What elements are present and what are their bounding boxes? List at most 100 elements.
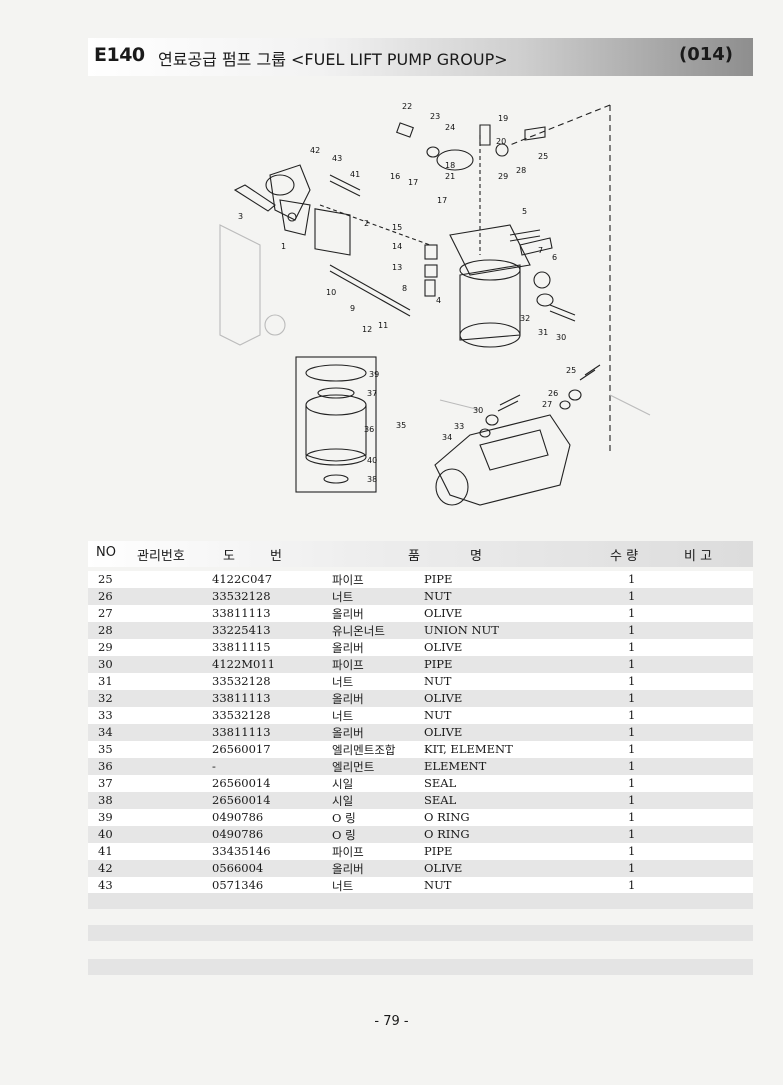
row-name-en: NUT	[424, 878, 452, 892]
row-no: 40	[98, 827, 113, 841]
callout-label: 34	[442, 433, 452, 442]
row-no: 39	[98, 810, 113, 824]
row-name-kr: 엘리멘트조합	[332, 743, 396, 757]
row-qty: 1	[628, 759, 636, 773]
callout-label: 6	[552, 253, 557, 262]
row-name-en: NUT	[424, 674, 452, 688]
callout-label: 20	[496, 137, 506, 146]
callout-label: 18	[445, 161, 455, 170]
row-name-en: OLIVE	[424, 861, 463, 875]
row-name-en: OLIVE	[424, 725, 463, 739]
callout-label: 17	[437, 196, 447, 205]
callout-label: 39	[369, 370, 379, 379]
row-name-kr: 시일	[332, 777, 354, 791]
row-name-kr: 올리버	[332, 641, 364, 655]
callout-label: 35	[396, 421, 406, 430]
callout-label: 41	[350, 170, 360, 179]
callout-label: 26	[548, 389, 558, 398]
row-no: 43	[98, 878, 113, 892]
row-name-en: NUT	[424, 589, 452, 603]
row-name-kr: 올리버	[332, 692, 364, 706]
row-name-en: UNION NUT	[424, 623, 499, 637]
callout-label: 30	[556, 333, 566, 342]
row-name-en: PIPE	[424, 844, 453, 858]
row-qty: 1	[628, 878, 636, 892]
row-name-en: OLIVE	[424, 640, 463, 654]
row-part-number: 0566004	[212, 861, 264, 875]
row-qty: 1	[628, 606, 636, 620]
row-part-number: 33532128	[212, 674, 271, 688]
group-code: E140	[94, 44, 145, 66]
callout-label: 23	[430, 112, 440, 121]
header-qty: 수 량	[610, 549, 639, 564]
page-header: E140 연료공급 펌프 그룹 <FUEL LIFT PUMP GROUP> (…	[88, 38, 753, 76]
callout-label: 2	[364, 219, 369, 228]
callout-label: 14	[392, 242, 402, 251]
row-name-en: OLIVE	[424, 691, 463, 705]
row-name-kr: 파이프	[332, 573, 364, 587]
row-name-en: SEAL	[424, 776, 457, 790]
row-qty: 1	[628, 674, 636, 688]
row-part-number: 33811113	[212, 725, 271, 739]
row-name-kr: 올리버	[332, 607, 364, 621]
row-qty: 1	[628, 827, 636, 841]
callout-label: 22	[402, 102, 412, 111]
row-name-en: SEAL	[424, 793, 457, 807]
callout-label: 5	[522, 207, 527, 216]
row-name-kr: O 링	[332, 811, 356, 825]
callout-label: 25	[538, 152, 548, 161]
empty-row	[88, 925, 753, 941]
row-qty: 1	[628, 725, 636, 739]
page-number: - 79 -	[374, 1014, 409, 1029]
group-title: 연료공급 펌프 그룹 <FUEL LIFT PUMP GROUP>	[158, 50, 508, 69]
row-no: 37	[98, 776, 113, 790]
callout-label: 15	[392, 223, 402, 232]
empty-row	[88, 893, 753, 909]
header-name-2: 명	[470, 549, 482, 564]
header-drawing-1: 도	[223, 549, 235, 564]
header-mgmt: 관리번호	[137, 549, 185, 564]
row-no: 42	[98, 861, 113, 875]
page-code: (014)	[678, 44, 733, 65]
row-no: 30	[98, 657, 113, 671]
row-name-kr: 시일	[332, 794, 354, 808]
row-qty: 1	[628, 793, 636, 807]
callout-label: 28	[516, 166, 526, 175]
table-row: 31 33532128 너트 NUT 1	[88, 673, 753, 690]
row-name-kr: 너트	[332, 675, 354, 689]
row-part-number: 33811113	[212, 691, 271, 705]
callout-label: 33	[454, 422, 464, 431]
row-part-number: 0490786	[212, 810, 264, 824]
row-name-kr: 너트	[332, 879, 354, 893]
row-no: 31	[98, 674, 113, 688]
row-name-en: KIT, ELEMENT	[424, 742, 513, 756]
row-name-kr: 파이프	[332, 658, 364, 672]
row-name-en: PIPE	[424, 572, 453, 586]
row-no: 25	[98, 572, 113, 586]
callout-label: 13	[392, 263, 402, 272]
callout-label: 27	[542, 400, 552, 409]
row-qty: 1	[628, 572, 636, 586]
header-name-1: 품	[408, 549, 420, 564]
empty-row	[88, 959, 753, 975]
table-header: NO 관리번호 도 번 품 명 수 량 비 고	[88, 541, 753, 567]
callout-label: 9	[350, 304, 355, 313]
callout-label: 25	[566, 366, 576, 375]
row-no: 36	[98, 759, 113, 773]
row-part-number: 26560014	[212, 793, 271, 807]
row-name-kr: 엘리먼트	[332, 760, 375, 774]
row-name-en: O RING	[424, 810, 470, 824]
row-qty: 1	[628, 640, 636, 654]
